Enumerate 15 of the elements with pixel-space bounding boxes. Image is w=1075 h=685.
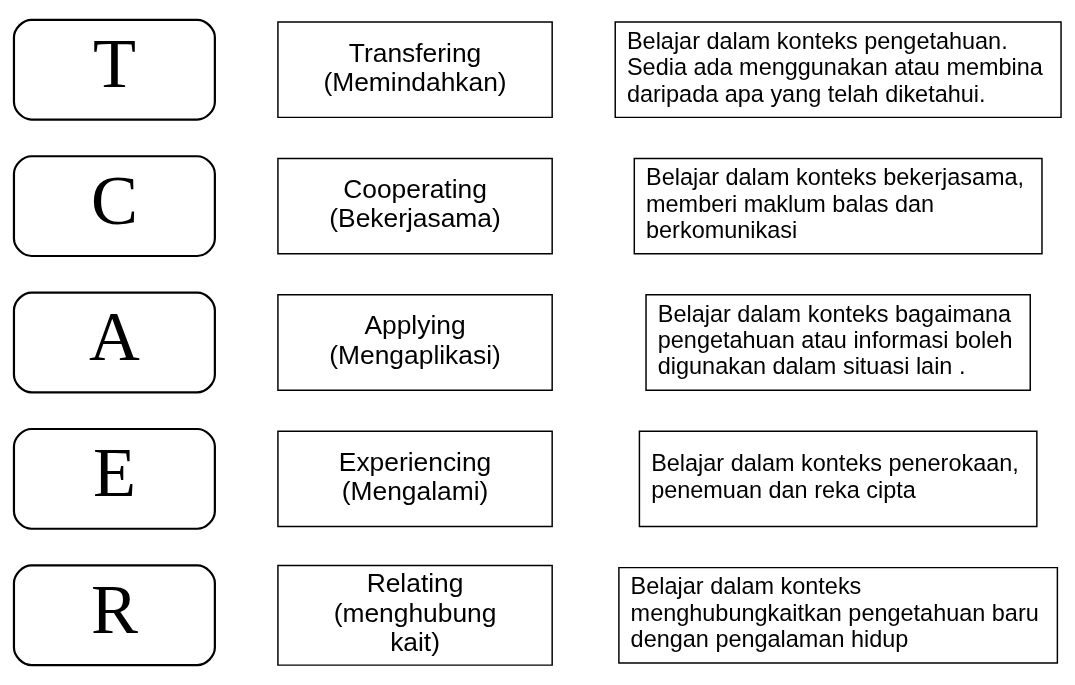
node-box: Experiencing (Mengalami)	[277, 430, 553, 528]
node-box: Belajar dalam konteks bekerjasama, memberi maklum balas dan berkomunikasi	[633, 157, 1043, 255]
node-box: Transfering (Memindahkan)	[277, 21, 553, 119]
node-box: Belajar dalam konteks pengetahuan. Sedia ada menggunakan atau membina daripada apa yang telah diketahui.	[614, 21, 1062, 119]
node-box: Applying (Mengaplikasi)	[277, 294, 553, 391]
node-box: Belajar dalam konteks penerokaan, penemuan dan reka cipta	[638, 430, 1038, 528]
node-box: C	[12, 155, 216, 258]
node-box: T	[12, 18, 216, 121]
node-box: Belajar dalam konteks bagaimana pengetahuan atau informasi boleh digunakan dalam situasi lain .	[645, 294, 1031, 391]
node-box: E	[12, 427, 216, 530]
node-box: Belajar dalam konteks menghubungkaitkan pengetahuan baru dengan pengalaman hidup	[618, 566, 1059, 664]
node-box: R	[12, 564, 216, 667]
node-box: A	[12, 291, 216, 394]
node-box: Cooperating (Bekerjasama)	[277, 157, 553, 255]
node-box: Relating (menghubung kait)	[277, 564, 553, 666]
